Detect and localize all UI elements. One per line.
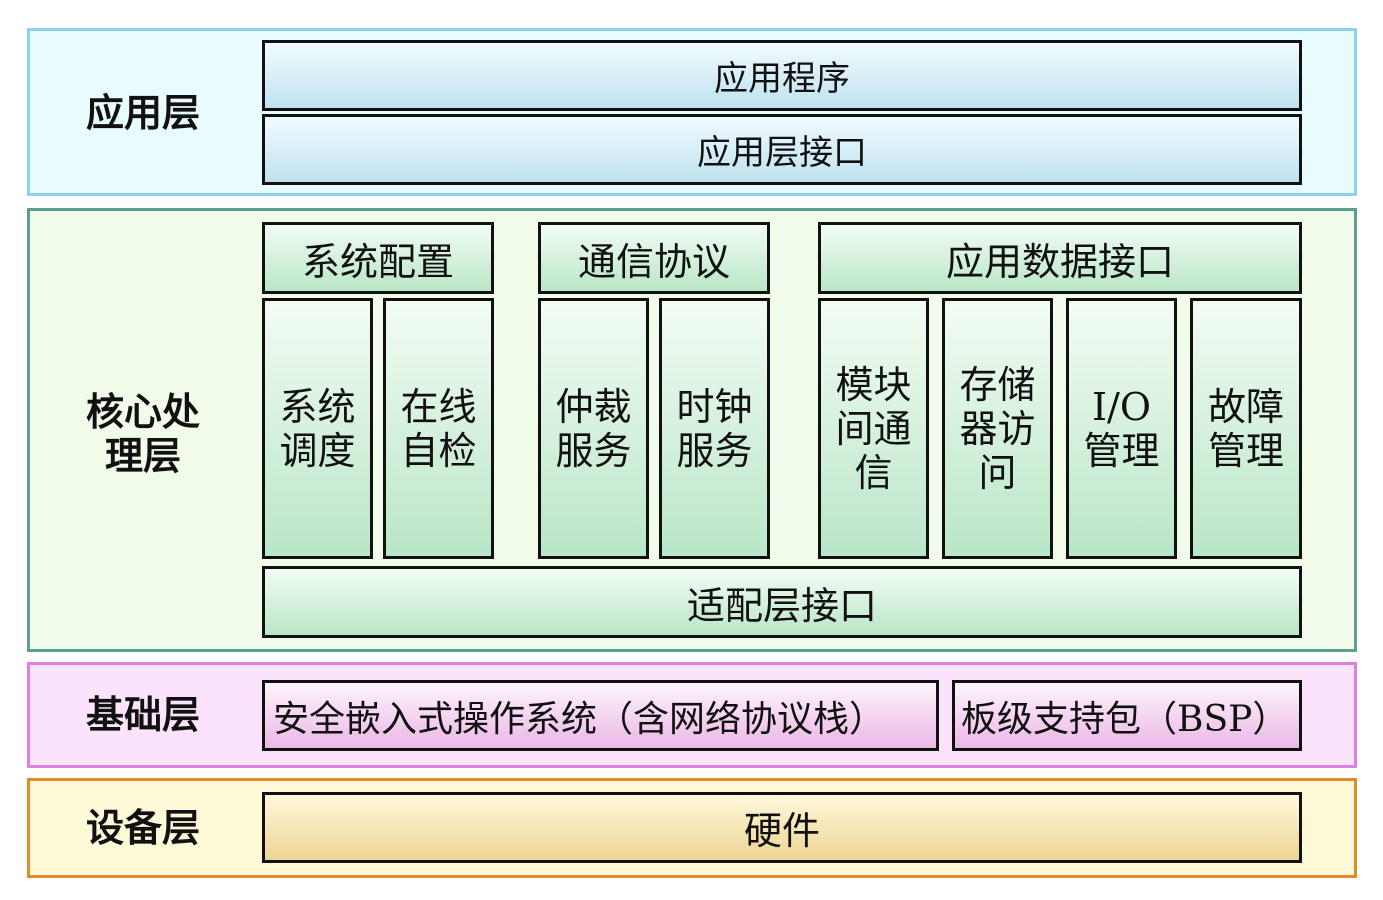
storage-line3: 问 [978, 450, 1017, 495]
arbit-line2: 服务 [555, 428, 632, 473]
fault-line2: 管理 [1207, 428, 1284, 473]
bsp-box: 板级支持包（BSP） [952, 680, 1302, 751]
sched-line1: 系统 [279, 384, 356, 429]
device-layer-label: 设备层 [85, 805, 200, 850]
selfcheck-line2: 自检 [400, 428, 477, 473]
io-line2: 管理 [1083, 428, 1160, 473]
fault-management-box: 故障管理 [1190, 298, 1302, 559]
intermod-line2: 间通 [835, 406, 912, 451]
base-layer-label: 基础层 [85, 692, 200, 737]
comm-protocol-box: 通信协议 [538, 222, 770, 294]
system-scheduling-box: 系统调度 [262, 298, 373, 559]
arbit-line1: 仲裁 [555, 384, 632, 429]
io-line1: I/O [1092, 384, 1151, 429]
intermod-line1: 模块 [835, 362, 912, 407]
application-layer-label: 应用层 [85, 90, 200, 135]
application-program-box: 应用程序 [262, 40, 1302, 111]
inter-module-comm-box: 模块间通信 [818, 298, 929, 559]
online-selfcheck-box: 在线自检 [383, 298, 494, 559]
core-label-line2: 理层 [104, 433, 181, 478]
storage-line1: 存储 [959, 362, 1036, 407]
adapter-interface-box: 适配层接口 [262, 566, 1302, 638]
fault-line1: 故障 [1207, 384, 1284, 429]
storage-line2: 器访 [959, 406, 1036, 451]
embedded-os-box: 安全嵌入式操作系统（含网络协议栈） [262, 680, 939, 751]
clock-service-box: 时钟服务 [659, 298, 770, 559]
intermod-line3: 信 [854, 450, 893, 495]
arbitration-service-box: 仲裁服务 [538, 298, 649, 559]
core-processing-layer-label: 核心处 理层 [58, 390, 228, 478]
app-data-interface-box: 应用数据接口 [818, 222, 1302, 294]
core-label-line1: 核心处 [85, 389, 200, 434]
hardware-box: 硬件 [262, 792, 1302, 863]
clock-line2: 服务 [676, 428, 753, 473]
application-interface-box: 应用层接口 [262, 114, 1302, 185]
selfcheck-line1: 在线 [400, 384, 477, 429]
sched-line2: 调度 [279, 428, 356, 473]
system-config-box: 系统配置 [262, 222, 494, 294]
storage-access-box: 存储器访问 [942, 298, 1053, 559]
clock-line1: 时钟 [676, 384, 753, 429]
